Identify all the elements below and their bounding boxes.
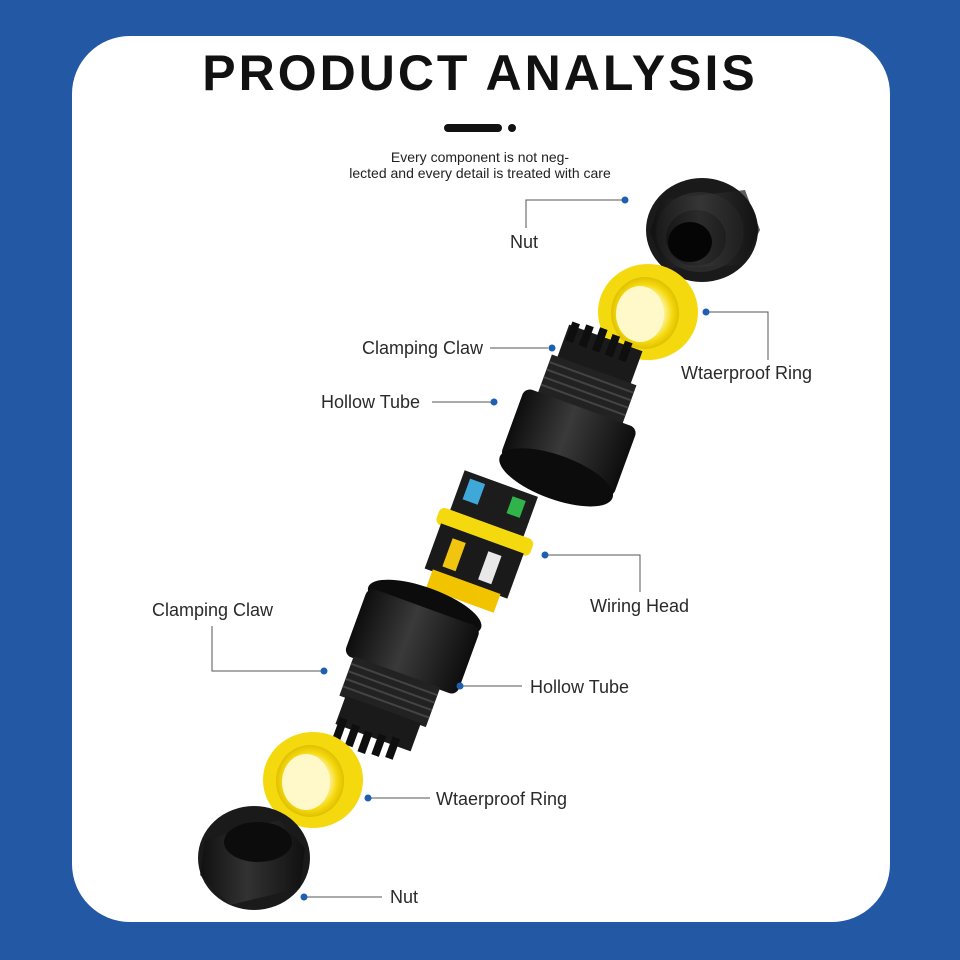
- label-nut-top: Nut: [510, 232, 539, 252]
- label-wiring-head: Wiring Head: [590, 596, 690, 616]
- title-underline-dot: [508, 124, 516, 132]
- label-hollow-tube-top: Hollow Tube: [321, 392, 421, 412]
- label-clamping-claw-top: Clamping Claw: [362, 338, 484, 358]
- label-waterproof-ring-top: Wtaerproof Ring: [681, 363, 813, 383]
- hollow-tube-bottom-part: [332, 579, 482, 760]
- leader-dots: [300, 196, 710, 901]
- label-waterproof-ring-bottom: Wtaerproof Ring: [436, 789, 568, 809]
- nut-top-part: [646, 178, 760, 282]
- subtitle-line-1: Every component is not neg-: [390, 149, 570, 165]
- label-nut-bottom: Nut: [390, 887, 419, 907]
- nut-bottom-part: [198, 806, 310, 910]
- subtitle: Every component is not neg- lected and e…: [280, 149, 680, 181]
- waterproof-ring-bottom-part: [263, 732, 363, 828]
- wiring-head-part: [424, 470, 538, 613]
- title-underline-bar: [444, 124, 502, 132]
- leader-lines: [211, 199, 769, 898]
- waterproof-ring-top-part: [598, 264, 698, 360]
- label-clamping-claw-bottom: Clamping Claw: [152, 600, 274, 620]
- label-hollow-tube-bottom: Hollow Tube: [530, 677, 630, 697]
- subtitle-line-2: lected and every detail is treated with …: [349, 165, 611, 181]
- page-title: PRODUCT ANALYSIS: [202, 45, 758, 101]
- hollow-tube-top-part: [499, 321, 643, 507]
